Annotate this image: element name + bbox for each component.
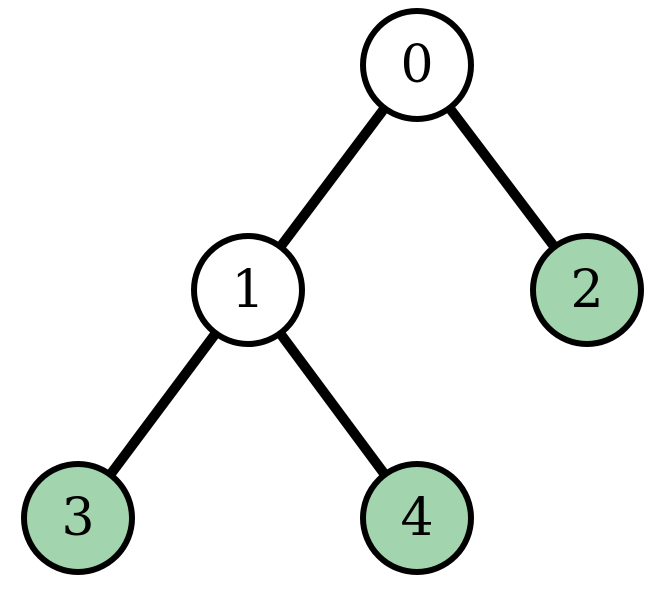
node-circle-4[interactable] <box>360 461 474 575</box>
node-circle-0[interactable] <box>360 8 474 122</box>
edge-layer <box>73 61 591 521</box>
node-label-4: 4 <box>400 488 433 548</box>
node-label-2: 2 <box>570 260 603 320</box>
tree-node-1[interactable]: 1 <box>191 233 305 347</box>
tree-node-4[interactable]: 4 <box>360 461 474 575</box>
node-layer: 0 1 2 3 4 <box>21 8 644 575</box>
tree-node-3[interactable]: 3 <box>21 461 135 575</box>
tree-node-2[interactable]: 2 <box>530 233 644 347</box>
node-circle-2[interactable] <box>530 233 644 347</box>
node-label-3: 3 <box>61 488 94 548</box>
node-circle-3[interactable] <box>21 461 135 575</box>
tree-node-0[interactable]: 0 <box>360 8 474 122</box>
node-circle-1[interactable] <box>191 233 305 347</box>
node-label-1: 1 <box>231 260 264 320</box>
node-label-0: 0 <box>400 35 433 95</box>
